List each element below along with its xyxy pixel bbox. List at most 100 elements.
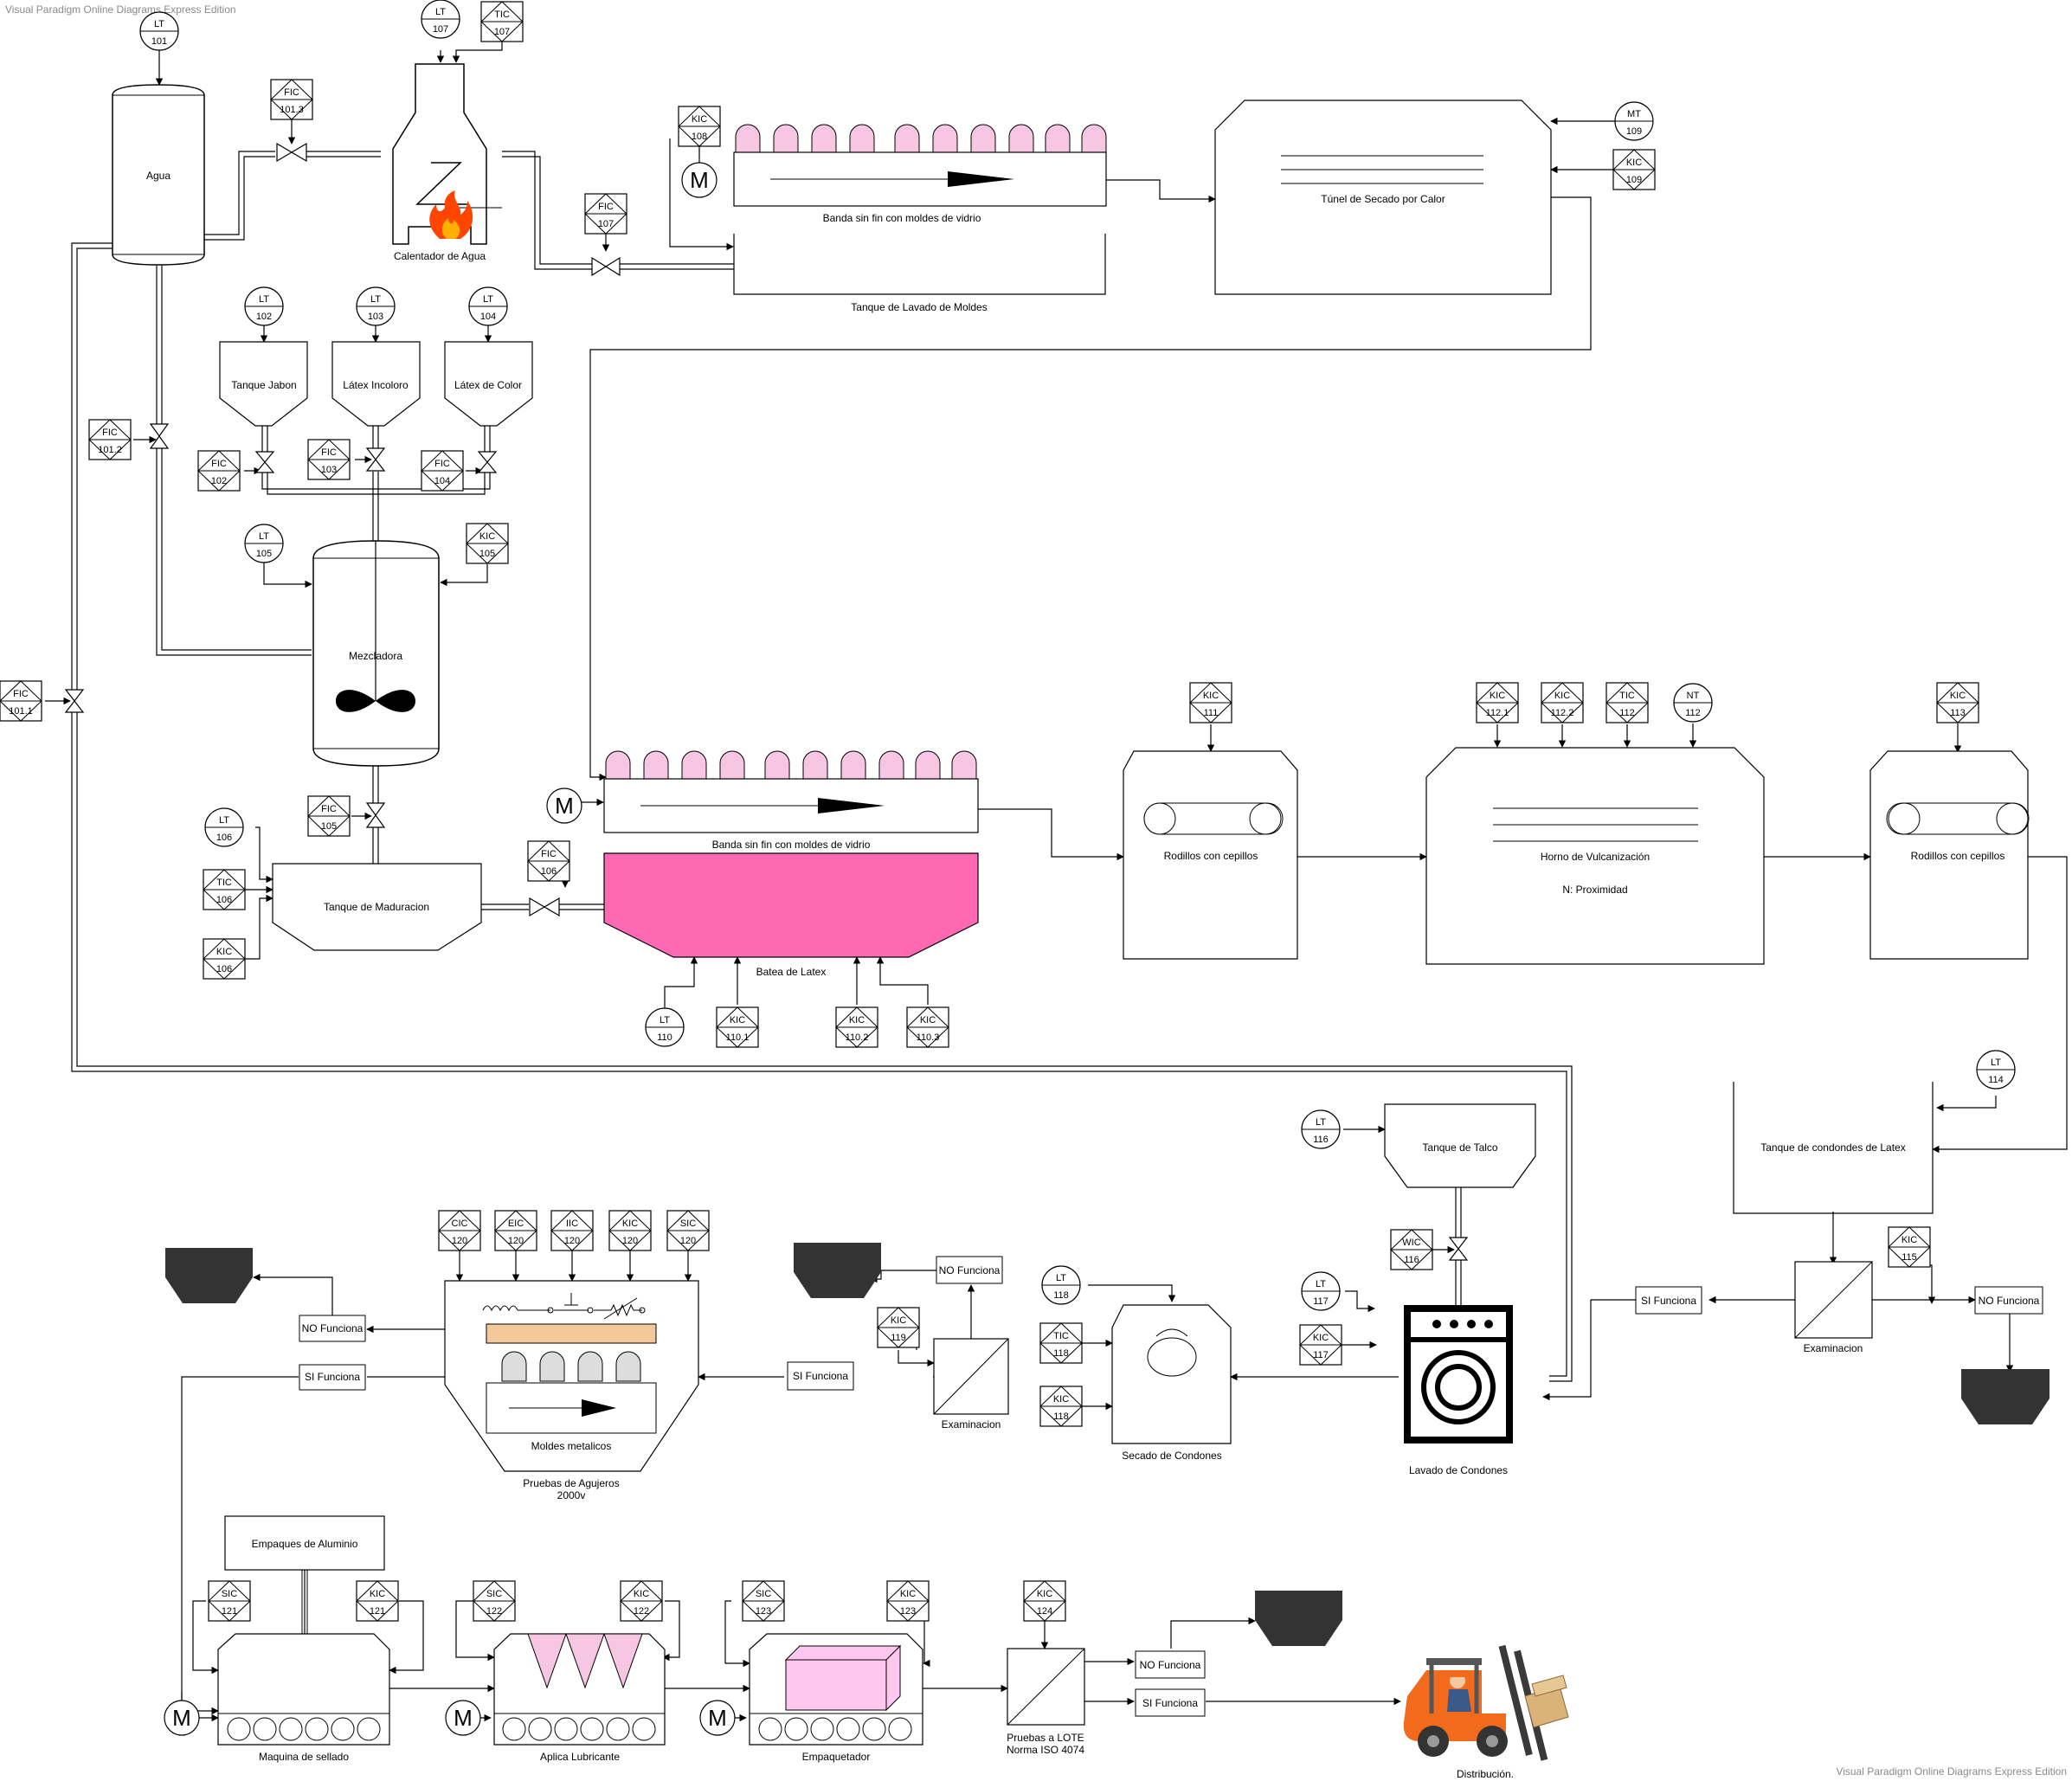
instrument-number: 105 (256, 549, 272, 559)
instrument-tag: TIC (1619, 691, 1635, 701)
label-calentador: Calentador de Agua (394, 250, 486, 262)
valve-116 (1448, 1237, 1469, 1261)
label-examinacion-2: Examinacion (942, 1418, 1001, 1431)
instrument-number: 123 (900, 1606, 916, 1617)
instrument-number: 108 (692, 132, 707, 142)
decision-labels: NO Funciona SI Funciona NO Funciona SI F… (299, 1256, 2043, 1717)
instrument-number: 107 (598, 219, 614, 229)
instrument-number: 123 (756, 1606, 771, 1617)
instrument-tag: KIC (730, 1015, 745, 1026)
rodillos-cepillos-1: Rodillos con cepillos (1123, 750, 1298, 960)
banda-superior: Banda sin fin con moldes de vidrio (733, 124, 1107, 224)
no-funciona-4: NO Funciona (1140, 1659, 1201, 1671)
valve-102 (254, 451, 275, 473)
instrument-tag: EIC (508, 1218, 524, 1229)
instrument-tag: KIC (1626, 158, 1642, 168)
instrument-number: 118 (1053, 1411, 1069, 1422)
washing-machine-icon (1404, 1305, 1513, 1443)
motor-top: M (681, 162, 717, 198)
label-moldes-metalicos: Moldes metalicos (531, 1440, 612, 1452)
label-maquina-sellado: Maquina de sellado (259, 1751, 349, 1763)
tunel-secado: Túnel de Secado por Calor (1214, 100, 1552, 295)
motor-label-top: M (690, 167, 709, 193)
valve-103 (365, 447, 386, 472)
instrument-number: 106 (216, 833, 232, 843)
instrument-number: 101 (151, 36, 167, 47)
instrument-number: 113 (1950, 708, 1966, 718)
label-proximidad: N: Proximidad (1562, 884, 1627, 896)
maquina-sellado: Maquina de sellado (217, 1633, 390, 1763)
instrument-number: 112 (1685, 708, 1701, 718)
instrument-fic-106[interactable]: FIC 106 (527, 840, 570, 882)
motor-label-lubricante: M (454, 1705, 473, 1731)
bin-1 (165, 1248, 253, 1303)
label-tanque-condones: Tanque de condondes de Latex (1760, 1141, 1905, 1154)
instrument-number: 104 (434, 476, 450, 486)
label-agua: Agua (146, 170, 171, 182)
instrument-tag: LT (370, 294, 381, 305)
instrument-tag: KIC (1554, 691, 1570, 701)
instrument-tag: LT (435, 7, 446, 17)
instrument-tag: SIC (486, 1589, 502, 1599)
fire-icon (429, 190, 473, 239)
instrument-tag: FIC (541, 849, 557, 859)
instrument-number: 106 (541, 866, 557, 877)
instrument-tag: FIC (284, 87, 299, 98)
motor-sellado: M (164, 1700, 200, 1736)
